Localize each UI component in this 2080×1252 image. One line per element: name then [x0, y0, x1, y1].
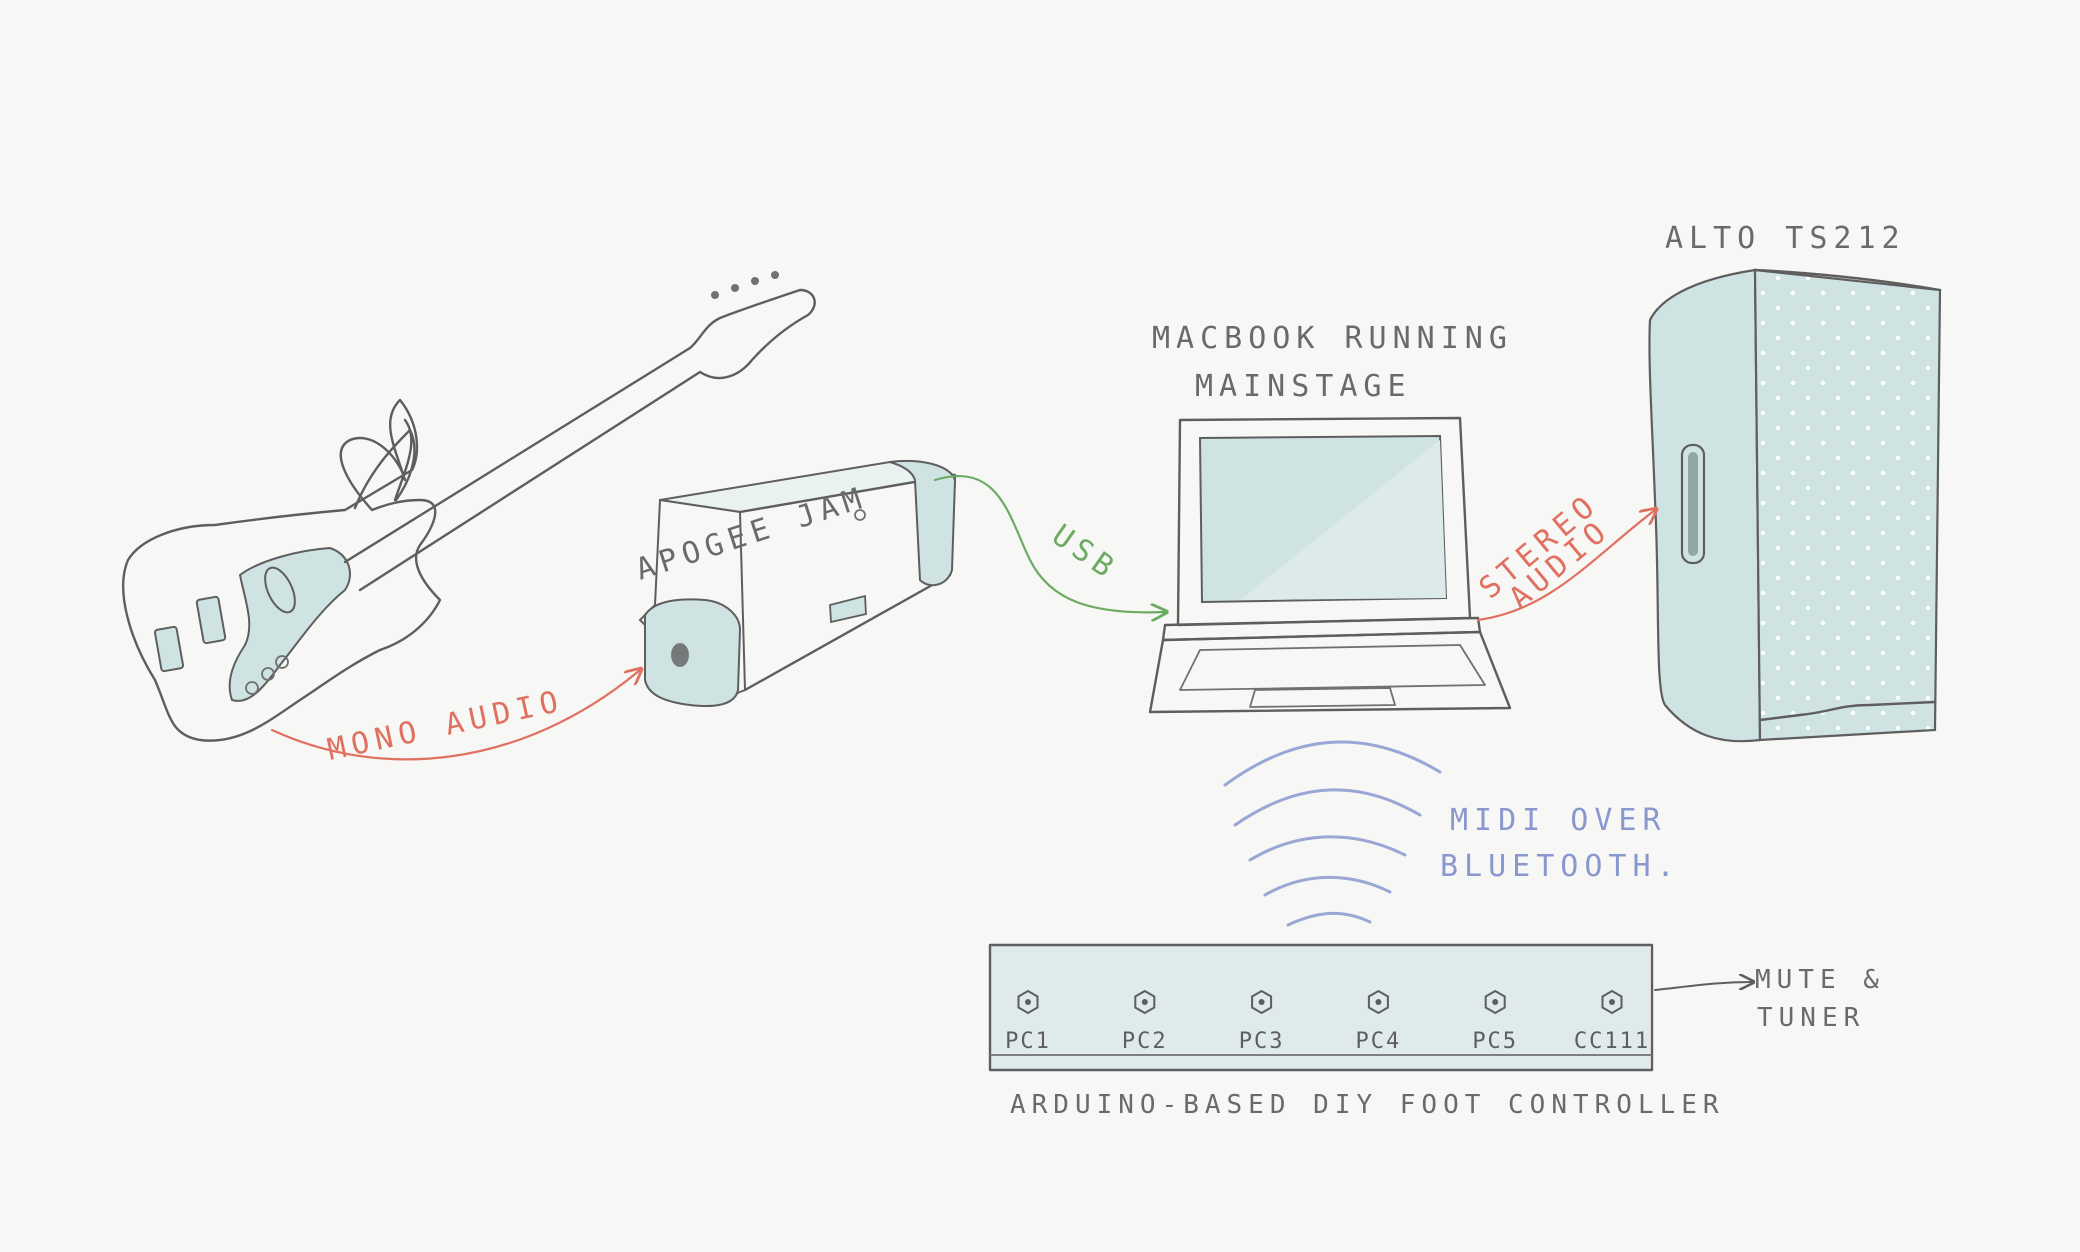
mute-tuner-label-line2: TUNER — [1757, 1003, 1865, 1033]
footswitch-label: CC111 — [1574, 1029, 1650, 1054]
footswitch-label: PC1 — [1005, 1029, 1051, 1054]
footswitch-knob — [1601, 989, 1623, 1015]
footswitch-label: PC5 — [1472, 1029, 1518, 1054]
guitar-illustration — [122, 271, 816, 742]
footswitch-label: PC4 — [1356, 1029, 1402, 1054]
macbook-illustration — [1148, 416, 1512, 714]
footswitch-knob — [1484, 989, 1506, 1015]
footswitch: PC5 — [1472, 989, 1518, 1054]
footswitch: PC3 — [1239, 989, 1285, 1054]
footswitch-center — [1492, 999, 1499, 1005]
footswitch-center — [1609, 999, 1615, 1005]
footswitch-knob — [1134, 989, 1156, 1015]
footswitch-knob — [1251, 989, 1273, 1015]
usb-arrow — [933, 474, 1165, 612]
footswitch-center — [1258, 999, 1265, 1005]
midi-label-line2: BLUETOOTH. — [1440, 849, 1681, 884]
footswitch-center — [1025, 999, 1031, 1005]
footswitch-center — [1375, 999, 1382, 1005]
usb-label: USB — [1045, 518, 1124, 588]
footswitch-knob — [1017, 989, 1039, 1015]
footswitch: PC4 — [1356, 989, 1402, 1054]
footswitch-knob — [1367, 989, 1389, 1015]
macbook-label-line1: MACBOOK RUNNING — [1152, 321, 1513, 356]
mute-tuner-label-line1: MUTE & — [1755, 965, 1885, 995]
foot-controller-illustration — [988, 943, 1654, 1072]
speaker-label: ALTO TS212 — [1665, 221, 1906, 256]
mono-audio-arrow — [270, 670, 640, 761]
mono-audio-label: MONO AUDIO — [324, 684, 567, 768]
mute-tuner-arrow — [1654, 982, 1752, 991]
footswitch-label: PC2 — [1122, 1029, 1168, 1054]
footswitch: CC111 — [1574, 989, 1650, 1054]
footswitch: PC1 — [1005, 989, 1051, 1054]
footswitch-label: PC3 — [1239, 1029, 1285, 1054]
macbook-label-line2: MAINSTAGE — [1195, 369, 1412, 404]
midi-label-line1: MIDI OVER — [1450, 803, 1667, 838]
footswitch-center — [1141, 999, 1148, 1005]
bluetooth-waves — [1223, 740, 1442, 927]
stereo-audio-arrow — [1476, 510, 1655, 622]
footswitch: PC2 — [1122, 989, 1168, 1054]
speaker-illustration — [1648, 268, 1942, 743]
apogee-jam-illustration — [638, 459, 957, 708]
controller-label: ARDUINO-BASED DIY FOOT CONTROLLER — [1010, 1090, 1725, 1120]
